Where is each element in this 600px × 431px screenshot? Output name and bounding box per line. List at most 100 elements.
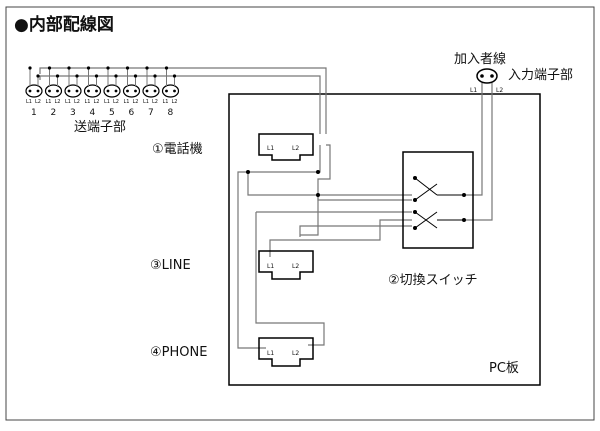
- send-terminal-pin: [114, 89, 118, 93]
- send-bus-junction: [164, 66, 169, 70]
- send-bus-junction: [145, 66, 149, 70]
- svg-text:L2: L2: [292, 350, 299, 357]
- send-terminal-pin: [87, 89, 90, 93]
- send-pin-l1-label: L1: [163, 99, 169, 105]
- outer-border: [5, 6, 595, 421]
- send-terminal-pin: [48, 89, 51, 93]
- send-terminal-number: 4: [90, 108, 96, 118]
- wire-phone-unit-l2: [300, 144, 331, 236]
- send-pin-l1-label: L1: [104, 99, 110, 105]
- send-pin-l2-label: L2: [35, 99, 41, 105]
- send-pin-l2-label: L2: [133, 99, 139, 105]
- send-terminal-pin: [28, 89, 32, 93]
- input-pin-l2-label: L2: [496, 87, 503, 94]
- jack-phone-unit: L1 L2: [258, 133, 314, 161]
- subscriber-line-label: 加入者線: [454, 51, 506, 67]
- switch-contact: [413, 210, 417, 214]
- line-label: ③LINE: [150, 258, 191, 273]
- switch-body: [402, 151, 474, 249]
- send-pin-l2-label: L2: [94, 99, 100, 105]
- send-terminal-body: [161, 84, 180, 98]
- send-terminal-number: 6: [129, 108, 135, 118]
- send-pin-l2-label: L2: [152, 99, 158, 105]
- wire-phone-unit-l1: [237, 145, 321, 349]
- send-pin-l1-label: L1: [65, 99, 71, 105]
- switch-lever: [414, 177, 438, 196]
- send-bus-junction: [114, 74, 118, 78]
- send-terminal-number: 8: [168, 108, 174, 118]
- send-terminal-pin: [95, 89, 98, 93]
- svg-text:L1: L1: [267, 263, 274, 270]
- pc-board-label: PC板: [489, 361, 519, 376]
- wire-line-phone-a: [255, 212, 325, 346]
- svg-text:L1: L1: [267, 350, 274, 357]
- junction-dot: [316, 170, 320, 174]
- send-bus-junction: [67, 66, 71, 70]
- send-terminal-body: [122, 84, 141, 98]
- switch-label: ②切換スイッチ: [388, 273, 478, 288]
- switch-lever: [414, 183, 438, 201]
- send-terminal-pin: [106, 89, 110, 93]
- switch-contact: [413, 226, 417, 230]
- phone-label: ④PHONE: [150, 345, 207, 360]
- send-terminal-pin: [75, 89, 79, 93]
- send-terminal-label: 送端子部: [74, 120, 126, 135]
- svg-text:L2: L2: [292, 263, 299, 270]
- wire-line-l2: [299, 225, 412, 237]
- send-bus-junction: [36, 74, 40, 78]
- svg-text:L1: L1: [267, 145, 274, 152]
- wire-input-l1: [464, 83, 483, 196]
- send-terminal-pin: [153, 89, 157, 93]
- send-terminal-pin: [67, 89, 71, 93]
- send-terminal-pin: [36, 89, 40, 93]
- switch-contacts: [413, 176, 466, 230]
- send-terminal-pin: [165, 89, 168, 93]
- send-terminal-body: [44, 84, 63, 98]
- input-terminal-pin: [490, 74, 494, 78]
- send-terminal-pin: [173, 89, 176, 93]
- send-terminal-body: [103, 84, 121, 98]
- junction-dot: [246, 170, 250, 174]
- switch-contact: [413, 198, 417, 202]
- input-terminal-body: [476, 68, 498, 84]
- send-terminal-number: 5: [109, 108, 115, 118]
- send-bus-junction: [86, 66, 91, 70]
- send-pin-l2-label: L2: [113, 99, 119, 105]
- send-pin-l1-label: L1: [85, 99, 91, 105]
- send-bus-junction: [172, 74, 177, 78]
- switch-contact: [413, 176, 417, 180]
- wire-common-b: [317, 195, 412, 201]
- send-bus-junction: [55, 74, 60, 78]
- send-pin-l2-label: L2: [172, 99, 178, 105]
- send-terminal-number: 1: [31, 108, 37, 118]
- pc-board: [228, 93, 541, 386]
- send-bus-junction: [47, 66, 52, 70]
- input-pin-l1-label: L1: [470, 87, 477, 94]
- wire-common-a: [247, 172, 412, 196]
- phone-unit-label: ①電話機: [152, 141, 203, 157]
- send-pin-l1-label: L1: [26, 99, 32, 105]
- send-bus-junction: [28, 66, 32, 70]
- send-terminal-body: [64, 84, 82, 98]
- send-pin-l1-label: L1: [143, 99, 149, 105]
- send-terminal-pin: [145, 89, 149, 93]
- input-terminal-label: 入力端子部: [508, 68, 573, 83]
- send-terminal-body: [83, 84, 102, 98]
- wire-line-l1: [269, 219, 412, 257]
- send-bus-junction: [125, 66, 130, 70]
- switch-lever: [414, 211, 438, 229]
- send-terminal-number: 7: [148, 108, 154, 118]
- send-pin-l1-label: L1: [124, 99, 130, 105]
- input-terminal-pin: [480, 74, 484, 78]
- send-terminal-pin: [56, 89, 59, 93]
- send-bus-junction: [153, 74, 157, 78]
- jack-line: L1 L2: [258, 250, 314, 280]
